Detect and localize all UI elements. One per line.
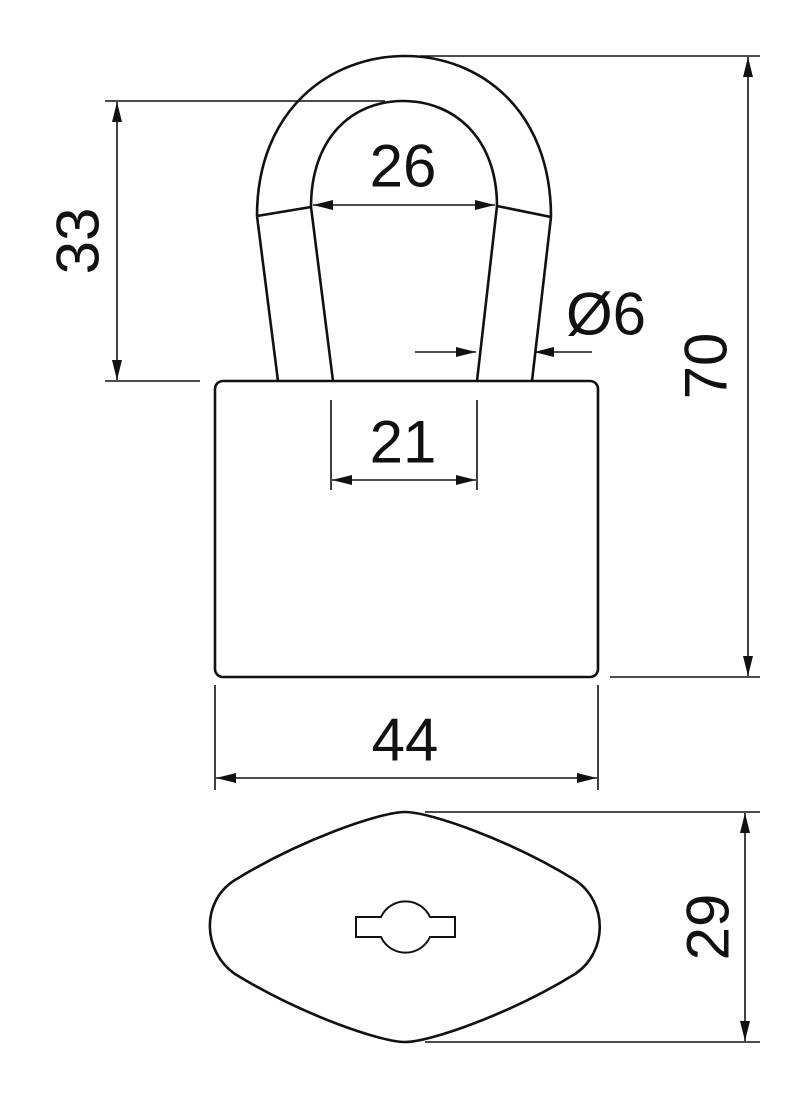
bottom-view: [208, 810, 602, 1044]
keyhole-icon: [355, 900, 456, 954]
dim-33-label: 33: [45, 208, 112, 275]
dim-70-label: 70: [673, 333, 740, 400]
dim-26-label: 26: [370, 133, 437, 200]
bottom-view-outline: [208, 810, 602, 1044]
dim-29-label: 29: [675, 894, 742, 961]
shackle-left-leg: [255, 205, 335, 382]
lock-body: [213, 379, 600, 679]
dim-44-label: 44: [372, 707, 439, 774]
shackle: [255, 54, 553, 382]
shackle-outer-arch: [255, 54, 553, 218]
shackle-right-leg: [475, 204, 553, 382]
dim-70-extension-lines: [420, 55, 760, 678]
dim-21-label: 21: [370, 409, 437, 476]
dim-29-extension-lines: [425, 811, 760, 1043]
dim-44-extension-lines: [214, 685, 599, 790]
shackle-inner-arch: [309, 99, 499, 208]
dim-d6-label: Ø6: [566, 281, 646, 348]
dim-33-extension-lines: [105, 100, 385, 382]
dim-21-extension-lines: [330, 400, 478, 490]
